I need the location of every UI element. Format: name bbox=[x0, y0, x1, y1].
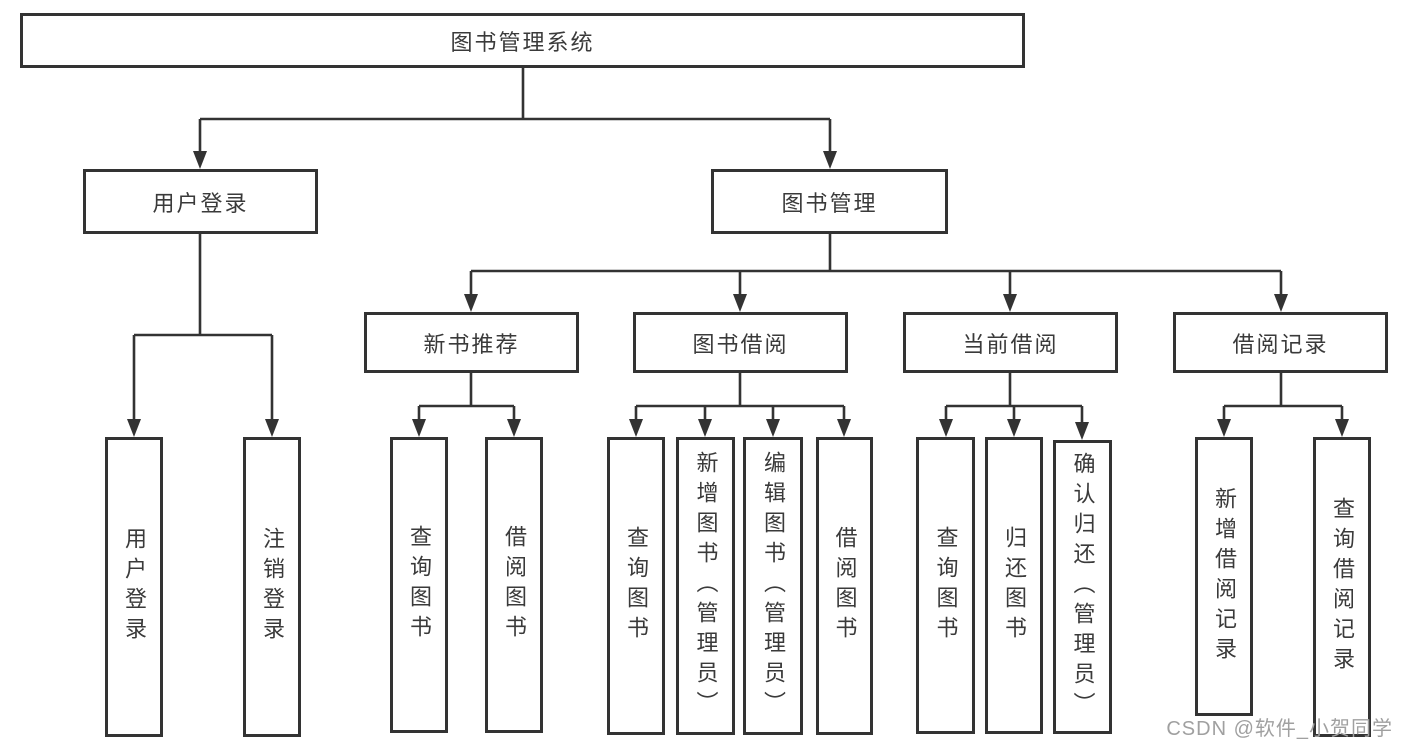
arrowhead bbox=[127, 419, 141, 437]
arrowhead bbox=[698, 419, 712, 437]
connector-book-borrowing-to-leaves bbox=[629, 373, 851, 437]
connector-line bbox=[132, 234, 274, 420]
arrowhead bbox=[939, 419, 953, 437]
leaf-add-borrowing-record: 新增借阅记录 bbox=[1195, 437, 1253, 716]
connector-line bbox=[469, 234, 1283, 295]
arrowhead bbox=[766, 419, 780, 437]
arrowhead bbox=[412, 419, 426, 437]
node-library-management-system: 图书管理系统 bbox=[20, 13, 1025, 68]
arrowhead bbox=[265, 419, 279, 437]
node-label: 图书借阅 bbox=[692, 331, 789, 357]
arrowhead bbox=[837, 419, 851, 437]
arrowhead bbox=[193, 151, 207, 169]
leaf-borrow-books-borrowing: 借阅图书 bbox=[816, 437, 873, 735]
connector-root-to-level2 bbox=[193, 68, 837, 169]
leaf-query-books-borrowing: 查询图书 bbox=[607, 437, 665, 735]
connector-line bbox=[634, 373, 846, 420]
node-label: 图书管理系统 bbox=[450, 29, 595, 55]
node-label: 新书推荐 bbox=[423, 331, 520, 357]
connector-new-book-recommendation-to-leaves bbox=[412, 373, 521, 437]
arrowhead bbox=[1075, 422, 1089, 440]
node-label: 查询图书 bbox=[933, 525, 959, 646]
node-label: 查询图书 bbox=[407, 525, 432, 645]
node-label: 借阅图书 bbox=[502, 525, 527, 645]
node-book-borrowing: 图书借阅 bbox=[633, 312, 848, 373]
connector-line bbox=[944, 373, 1084, 423]
node-current-borrowing: 当前借阅 bbox=[903, 312, 1118, 373]
leaf-query-borrowing-record: 查询借阅记录 bbox=[1313, 437, 1371, 737]
leaf-logout: 注销登录 bbox=[243, 437, 301, 737]
node-label: 当前借阅 bbox=[962, 331, 1059, 357]
node-label: 用户登录 bbox=[152, 190, 249, 216]
leaf-query-books-recommendation: 查询图书 bbox=[390, 437, 448, 733]
node-label: 查询图书 bbox=[624, 526, 649, 646]
arrowhead bbox=[1003, 294, 1017, 312]
arrowhead bbox=[464, 294, 478, 312]
node-label: 注销登录 bbox=[260, 527, 285, 647]
node-label: 新增图书（管理员） bbox=[693, 451, 719, 721]
connector-line bbox=[417, 373, 516, 420]
arrowhead bbox=[733, 294, 747, 312]
leaf-query-books-current: 查询图书 bbox=[916, 437, 975, 734]
node-label: 归还图书 bbox=[1002, 525, 1027, 646]
node-book-management: 图书管理 bbox=[711, 169, 948, 234]
arrowhead bbox=[629, 419, 643, 437]
arrowhead bbox=[1335, 419, 1349, 437]
leaf-borrow-books-recommendation: 借阅图书 bbox=[485, 437, 543, 733]
connector-borrowing-records-to-leaves bbox=[1217, 373, 1349, 437]
connector-current-borrowing-to-leaves bbox=[939, 373, 1089, 440]
node-user-login: 用户登录 bbox=[83, 169, 318, 234]
connector-line bbox=[1222, 373, 1344, 420]
leaf-user-login: 用户登录 bbox=[105, 437, 163, 737]
node-label: 查询借阅记录 bbox=[1330, 497, 1355, 677]
leaf-edit-book-admin: 编辑图书（管理员） bbox=[743, 437, 803, 735]
connector-user-login-to-leaves bbox=[127, 234, 279, 437]
arrowhead bbox=[1217, 419, 1231, 437]
arrowhead bbox=[507, 419, 521, 437]
arrowhead bbox=[823, 151, 837, 169]
node-label: 用户登录 bbox=[122, 527, 147, 647]
node-label: 新增借阅记录 bbox=[1212, 486, 1237, 667]
leaf-add-book-admin: 新增图书（管理员） bbox=[676, 437, 735, 735]
connector-line bbox=[198, 68, 832, 152]
node-label: 借阅记录 bbox=[1232, 331, 1329, 357]
node-label: 图书管理 bbox=[781, 190, 878, 216]
leaf-return-books: 归还图书 bbox=[985, 437, 1043, 734]
csdn-watermark: CSDN @软件_小贺同学 bbox=[1166, 718, 1393, 740]
arrowhead bbox=[1274, 294, 1288, 312]
leaf-confirm-return-admin: 确认归还（管理员） bbox=[1053, 440, 1112, 734]
node-new-book-recommendation: 新书推荐 bbox=[364, 312, 579, 373]
node-label: 编辑图书（管理员） bbox=[761, 451, 786, 721]
connector-book-management-to-level3 bbox=[464, 234, 1288, 312]
node-label: 借阅图书 bbox=[832, 526, 858, 646]
node-borrowing-records: 借阅记录 bbox=[1173, 312, 1388, 373]
node-label: 确认归还（管理员） bbox=[1070, 452, 1096, 722]
arrowhead bbox=[1007, 419, 1021, 437]
